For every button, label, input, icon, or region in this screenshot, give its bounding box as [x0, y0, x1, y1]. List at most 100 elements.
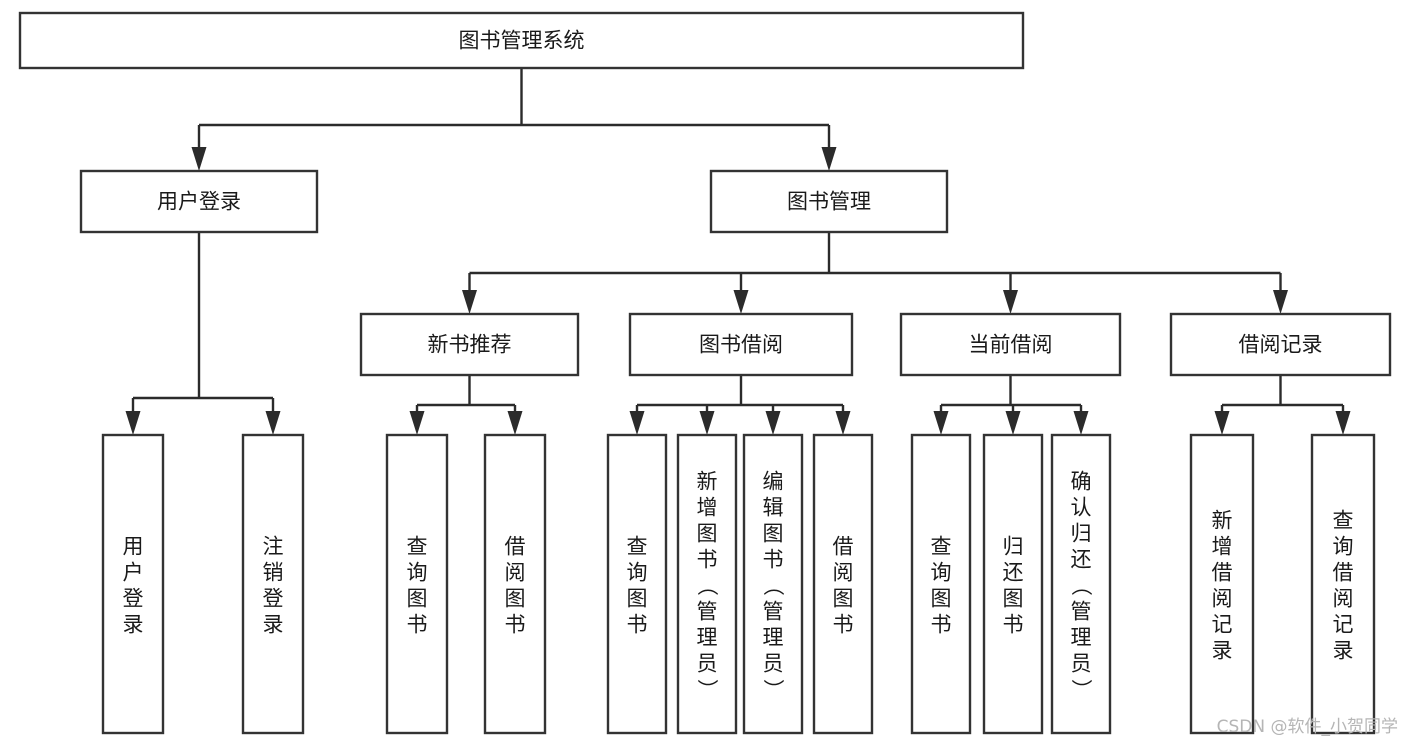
connector-group-new-book-rec — [409, 375, 523, 435]
node-leaf-user-login[interactable]: 用户登录 — [101, 433, 165, 735]
connector-arrowhead — [265, 411, 281, 435]
connector-group-root — [191, 68, 837, 171]
node-label-leaf-user-login-char-0: 用 — [123, 534, 144, 558]
node-box-leaf-cur-confirm[interactable] — [1050, 433, 1112, 735]
node-label-leaf-rec-add-char-0: 新 — [1212, 508, 1233, 532]
node-label-leaf-borrow-edit-char-4: （ — [761, 575, 785, 596]
connector-arrowhead — [821, 147, 837, 171]
node-box-book-borrow[interactable] — [628, 312, 854, 377]
node-label-leaf-borrow-add-char-7: 员 — [697, 651, 718, 675]
node-box-leaf-cur-query[interactable] — [910, 433, 972, 735]
connector-arrowhead — [835, 411, 851, 435]
node-label-leaf-rec-add-char-1: 增 — [1212, 534, 1233, 558]
node-label-leaf-borrow-edit-char-1: 辑 — [763, 495, 784, 519]
connector-group-user-login — [125, 232, 281, 435]
connector-arrowhead — [409, 411, 425, 435]
connector-arrowhead — [1073, 411, 1089, 435]
node-label-leaf-rec-add-char-3: 阅 — [1212, 586, 1233, 610]
node-label-leaf-borrow-edit-char-5: 管 — [763, 599, 784, 623]
node-label-leaf-cur-return-char-2: 图 — [1003, 586, 1024, 610]
node-label-leaf-cur-confirm-char-1: 认 — [1071, 495, 1092, 519]
node-box-leaf-rec-add[interactable] — [1189, 433, 1255, 735]
node-label-leaf-borrow-add-char-3: 书 — [697, 547, 718, 571]
node-label-leaf-borrow-take-char-1: 阅 — [833, 560, 854, 584]
node-label-leaf-borrow-take-char-2: 图 — [833, 586, 854, 610]
connector-arrowhead — [1005, 411, 1021, 435]
node-box-user-login[interactable] — [79, 169, 319, 234]
node-box-leaf-rec-borrow[interactable] — [483, 433, 547, 735]
node-root[interactable]: 图书管理系统 — [18, 11, 1025, 70]
node-label-current-borrow: 当前借阅 — [969, 333, 1053, 357]
node-label-leaf-rec-query-char-3: 书 — [407, 612, 428, 636]
node-label-leaf-borrow-add-char-4: （ — [695, 575, 719, 596]
node-label-leaf-borrow-edit-char-6: 理 — [763, 625, 784, 649]
node-label-leaf-user-logout-char-2: 登 — [263, 586, 284, 610]
node-box-leaf-borrow-add[interactable] — [676, 433, 738, 735]
connector-layer — [125, 68, 1351, 435]
node-label-leaf-borrow-query-char-1: 询 — [627, 560, 648, 584]
node-label-leaf-borrow-take-char-3: 书 — [833, 612, 854, 636]
node-label-leaf-rec-borrow-char-1: 阅 — [505, 560, 526, 584]
csdn-watermark: CSDN @软件_小贺同学 — [1217, 717, 1398, 737]
node-box-new-book-rec[interactable] — [359, 312, 580, 377]
node-label-leaf-rec-add-char-5: 录 — [1212, 638, 1233, 662]
node-user-login[interactable]: 用户登录 — [79, 169, 319, 234]
node-label-leaf-user-logout-char-1: 销 — [263, 560, 284, 584]
node-box-leaf-user-login[interactable] — [101, 433, 165, 735]
node-label-leaf-borrow-edit-char-8: ） — [761, 679, 785, 700]
connector-arrowhead — [699, 411, 715, 435]
node-new-book-rec[interactable]: 新书推荐 — [359, 312, 580, 377]
node-box-root[interactable] — [18, 11, 1025, 70]
node-book-borrow[interactable]: 图书借阅 — [628, 312, 854, 377]
node-label-leaf-borrow-query-char-3: 书 — [627, 612, 648, 636]
node-label-new-book-rec: 新书推荐 — [428, 333, 512, 357]
node-box-current-borrow[interactable] — [899, 312, 1122, 377]
connector-arrowhead — [1214, 411, 1230, 435]
node-box-leaf-borrow-query[interactable] — [606, 433, 668, 735]
node-label-leaf-cur-confirm-char-7: 员 — [1071, 651, 1092, 675]
node-box-leaf-borrow-edit[interactable] — [742, 433, 804, 735]
node-label-leaf-cur-confirm-char-4: （ — [1069, 575, 1093, 596]
node-box-leaf-user-logout[interactable] — [241, 433, 305, 735]
node-current-borrow[interactable]: 当前借阅 — [899, 312, 1122, 377]
node-label-leaf-rec-query-char-1: 询 — [407, 560, 428, 584]
node-label-leaf-borrow-query-char-2: 图 — [627, 586, 648, 610]
node-label-leaf-borrow-edit-char-0: 编 — [763, 469, 784, 493]
connector-arrowhead — [462, 290, 477, 314]
node-borrow-record[interactable]: 借阅记录 — [1169, 312, 1392, 377]
node-box-leaf-cur-return[interactable] — [982, 433, 1044, 735]
node-label-leaf-rec-borrow-char-2: 图 — [505, 586, 526, 610]
node-label-leaf-rec-query-char-0: 查 — [407, 534, 428, 558]
node-label-leaf-cur-query-char-2: 图 — [931, 586, 952, 610]
node-label-leaf-user-login-char-3: 录 — [123, 612, 144, 636]
connector-arrowhead — [125, 411, 141, 435]
node-box-leaf-borrow-take[interactable] — [812, 433, 874, 735]
node-label-leaf-cur-return-char-0: 归 — [1003, 534, 1024, 558]
node-label-book-borrow: 图书借阅 — [699, 333, 783, 357]
connector-arrowhead — [629, 411, 645, 435]
node-label-leaf-borrow-edit-char-3: 书 — [763, 547, 784, 571]
node-label-leaf-rec-query-char-2: 图 — [407, 586, 428, 610]
node-box-borrow-record[interactable] — [1169, 312, 1392, 377]
node-label-leaf-rec-search-char-2: 借 — [1333, 560, 1354, 584]
node-label-leaf-rec-search-char-4: 记 — [1333, 612, 1354, 636]
node-box-leaf-rec-search[interactable] — [1310, 433, 1376, 735]
node-label-leaf-cur-query-char-3: 书 — [931, 612, 952, 636]
node-box-book-manage[interactable] — [709, 169, 949, 234]
node-book-manage[interactable]: 图书管理 — [709, 169, 949, 234]
node-label-leaf-cur-confirm-char-3: 还 — [1071, 547, 1092, 571]
node-box-leaf-rec-query[interactable] — [385, 433, 449, 735]
node-label-leaf-rec-search-char-1: 询 — [1333, 534, 1354, 558]
